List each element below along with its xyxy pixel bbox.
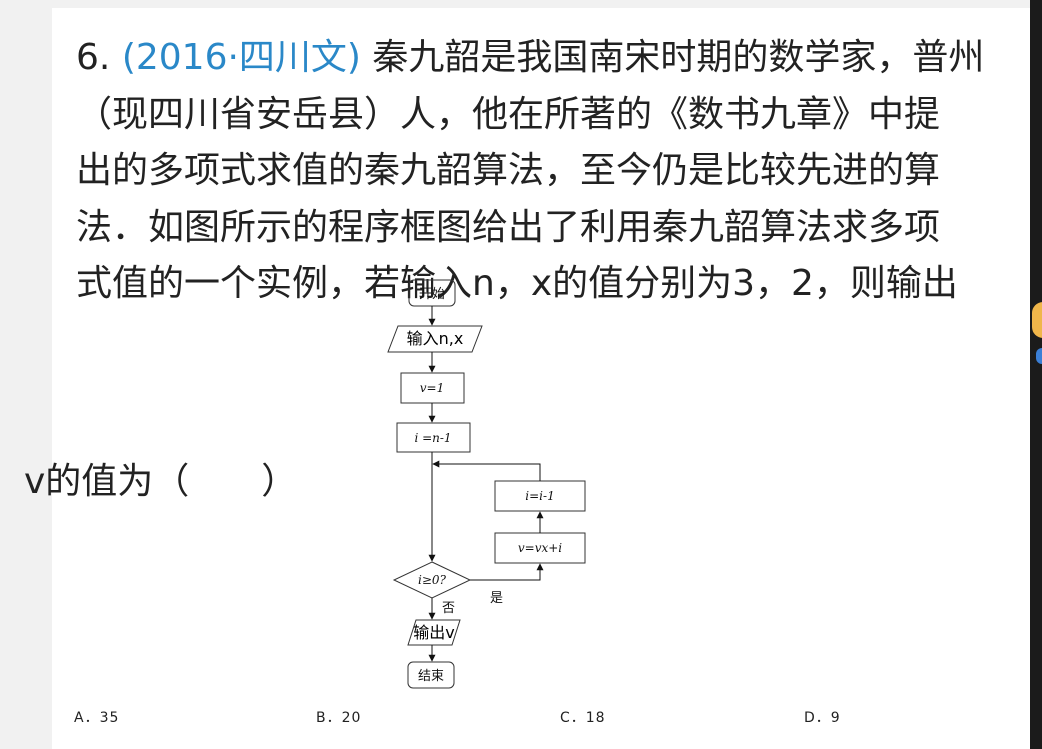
question-tail: v的值为（ ） [24, 461, 298, 502]
init-i-box [396, 422, 471, 453]
question-line-5: 式值的一个实例，若输入n，x的值分别为3，2，则输出 [76, 263, 958, 304]
choice-b[interactable]: B．20 [316, 710, 362, 726]
side-dot-icon[interactable] [1036, 348, 1042, 364]
init-i-label: i =n-1 [414, 431, 451, 445]
input-label: 输入n,x [407, 329, 464, 348]
question-text: 6. (2016·四川文) 秦九韶是我国南宋时期的数学家，普州 （现四川省安岳县… [76, 30, 1036, 313]
question-line-1: 6. (2016·四川文) 秦九韶是我国南宋时期的数学家，普州 [76, 30, 1036, 87]
answer-choices: A．35 B．20 C．18 D．9 [22, 707, 922, 727]
output-label: 输出v [413, 623, 454, 642]
condition-label: i≥0? [418, 573, 447, 587]
choice-a[interactable]: A．35 [74, 710, 120, 726]
input-parallelogram [387, 325, 483, 353]
right-edge-bar [1030, 0, 1042, 749]
arrow-loop-back [432, 460, 541, 481]
start-label: 开始 [419, 287, 445, 302]
end-terminal [407, 661, 455, 689]
output-var: v [445, 623, 454, 642]
end-label: 结束 [418, 669, 444, 684]
update-v-label: v=vx+i [518, 541, 562, 555]
choice-d[interactable]: D．9 [804, 710, 841, 726]
question-line-3: 出的多项式求值的秦九韶算法，至今仍是比较先进的算 [76, 150, 941, 191]
init-v-label: v=1 [420, 381, 444, 395]
arrow-yes-branch [470, 563, 544, 581]
question-line-text: 秦九韶是我国南宋时期的数学家，普州 [372, 37, 985, 78]
choice-c[interactable]: C．18 [560, 710, 606, 726]
update-i-label: i=i-1 [525, 489, 554, 503]
question-line-4: 法．如图所示的程序框图给出了利用秦九韶算法求多项 [76, 206, 941, 248]
document-page: 6. (2016·四川文) 秦九韶是我国南宋时期的数学家，普州 （现四川省安岳县… [52, 8, 1032, 749]
no-label: 否 [442, 601, 455, 616]
output-parallelogram [407, 619, 461, 646]
input-word: 输入 [407, 329, 439, 348]
question-source-link[interactable]: (2016·四川文) [121, 37, 361, 78]
flowchart: 开始 输入n,x v=1 i =n-1 i=i-1 v=vx+i i≥0? 是 … [387, 279, 586, 689]
side-handle-icon[interactable] [1032, 302, 1042, 338]
output-word: 输出 [413, 623, 445, 642]
question-line-2: （现四川省安岳县）人，他在所著的《数书九章》中提 [76, 93, 941, 135]
question-number: 6. [76, 37, 111, 78]
yes-label: 是 [490, 591, 503, 606]
input-vars: n,x [439, 329, 464, 348]
